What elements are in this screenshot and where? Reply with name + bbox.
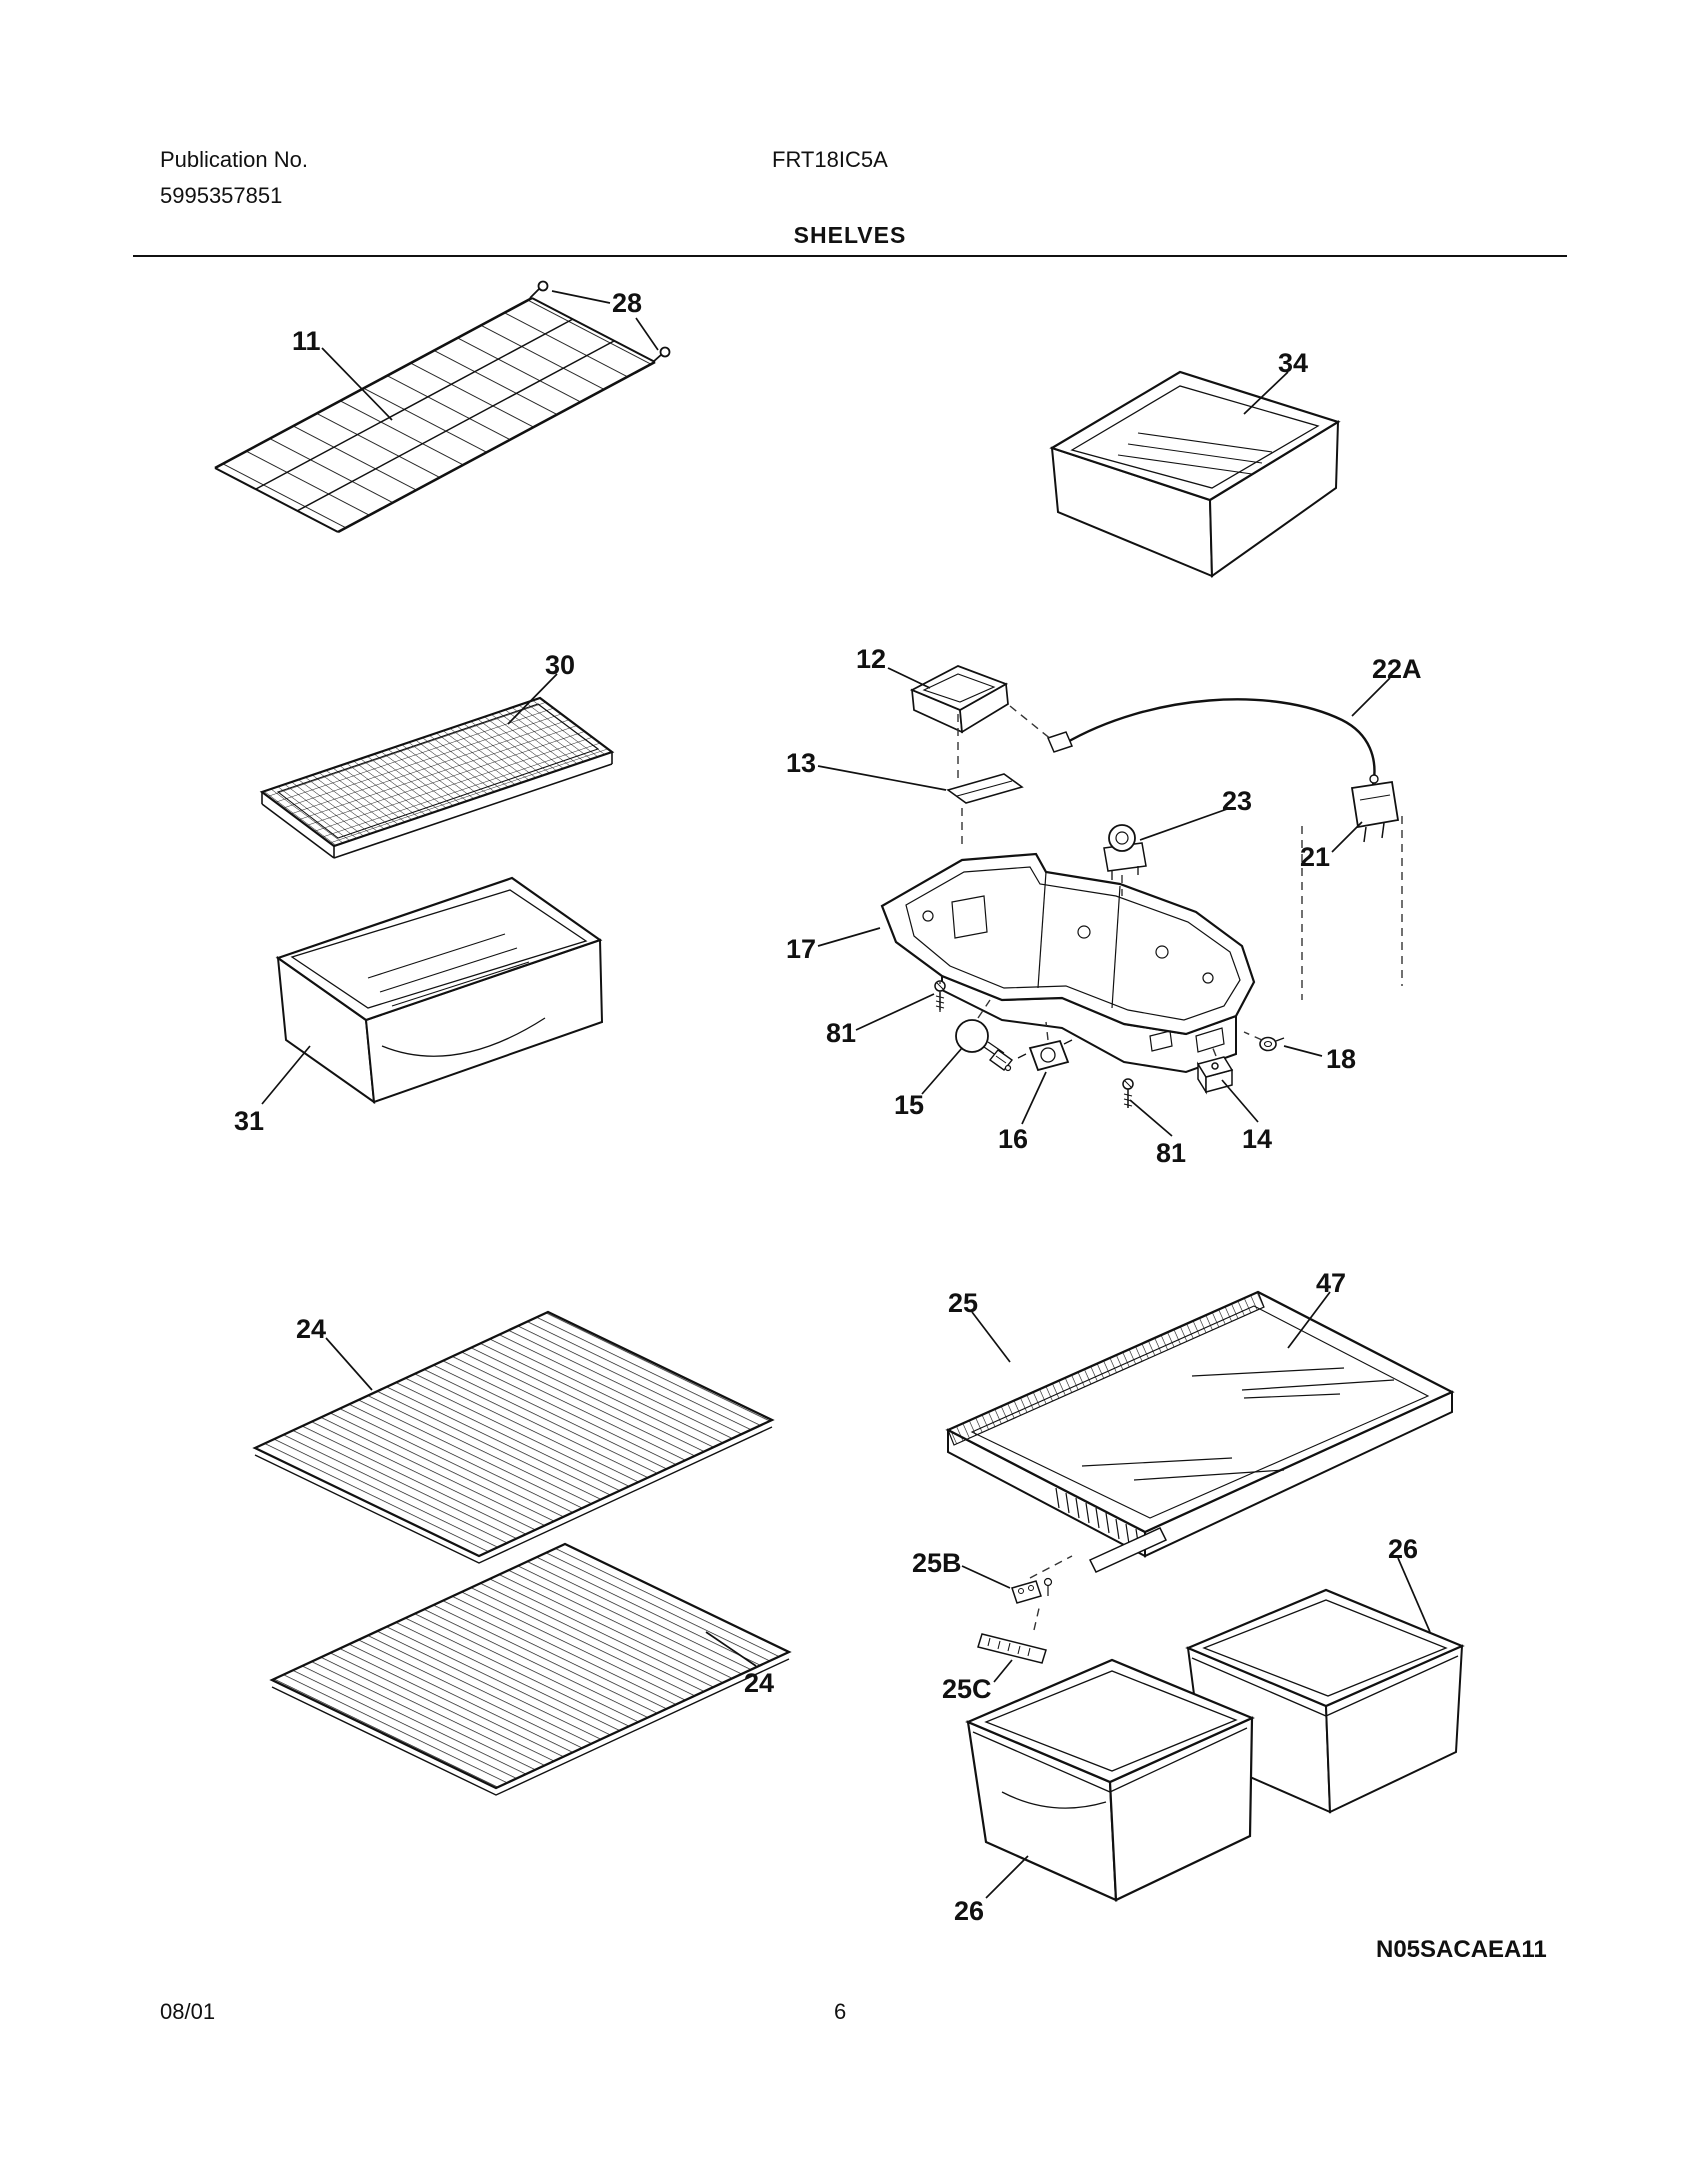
callout-24-lower: 24 [744,1668,775,1698]
lamp-socket-23-art [1103,824,1147,880]
section-title: SHELVES [793,222,907,248]
callout-30: 30 [545,650,576,680]
callout-25: 25 [948,1288,979,1318]
screw-81-lower-art [1122,1078,1134,1108]
wire-shelf-24-upper-art [252,1310,775,1564]
publication-number: 5995357851 [160,183,283,208]
dashed-assembly-lines [939,705,1403,1631]
callout-13: 13 [786,748,817,778]
callout-26-upper: 26 [1388,1534,1419,1564]
callout-11: 11 [292,326,321,356]
model-number: FRT18IC5A [772,147,888,172]
shelf-pins-28-art [529,280,671,363]
header-rule [133,255,1567,257]
drawer-26-left-art [965,1658,1255,1902]
callout-25c: 25C [942,1674,992,1704]
wire-shelf-11-art [214,296,656,534]
callout-81-lower: 81 [1156,1138,1187,1168]
console-17-art [880,852,1256,1074]
callout-26-lower: 26 [954,1896,985,1926]
callout-23: 23 [1222,786,1253,816]
drawer-26-right-art [1185,1588,1465,1814]
callout-18: 18 [1326,1044,1357,1074]
bracket-12-art [909,665,1009,734]
callout-81-upper: 81 [826,1018,857,1048]
callout-12: 12 [856,644,887,674]
callout-17: 17 [786,934,817,964]
callout-25b: 25B [912,1548,962,1578]
bracket-25c-art [977,1633,1047,1664]
callout-14: 14 [1242,1124,1273,1154]
clip-25b-art [1011,1577,1053,1604]
grommet-18-art [1259,1036,1285,1052]
publication-label: Publication No. [160,147,308,172]
callout-24-upper: 24 [296,1314,327,1344]
glass-cover-25-47-art [945,1290,1455,1573]
callout-28: 28 [612,288,643,318]
leader-lines [261,290,1431,1899]
diagram-code: N05SACAEA11 [1376,1936,1547,1963]
callout-21: 21 [1300,842,1331,872]
callout-34: 34 [1278,348,1309,378]
switch-14-art [1196,1056,1234,1095]
socket-16-art [1017,1039,1073,1072]
callout-22a: 22A [1372,654,1422,684]
harness-22a-art [1046,698,1376,791]
light-bulb-15-art [955,1019,1014,1072]
callout-47: 47 [1316,1268,1347,1298]
callout-15: 15 [894,1090,925,1120]
deflector-13-art [946,773,1024,804]
callout-31: 31 [234,1106,265,1136]
storage-pan-34-art [1049,370,1341,578]
glass-shelf-30-art [259,696,615,859]
callout-16: 16 [998,1124,1029,1154]
page-number: 6 [834,1999,847,2024]
crisper-pan-31-art [275,876,604,1105]
revision-date: 08/01 [160,1999,216,2024]
wire-shelf-24-lower-art [269,1542,792,1796]
thermostat-21-art [1350,774,1400,843]
